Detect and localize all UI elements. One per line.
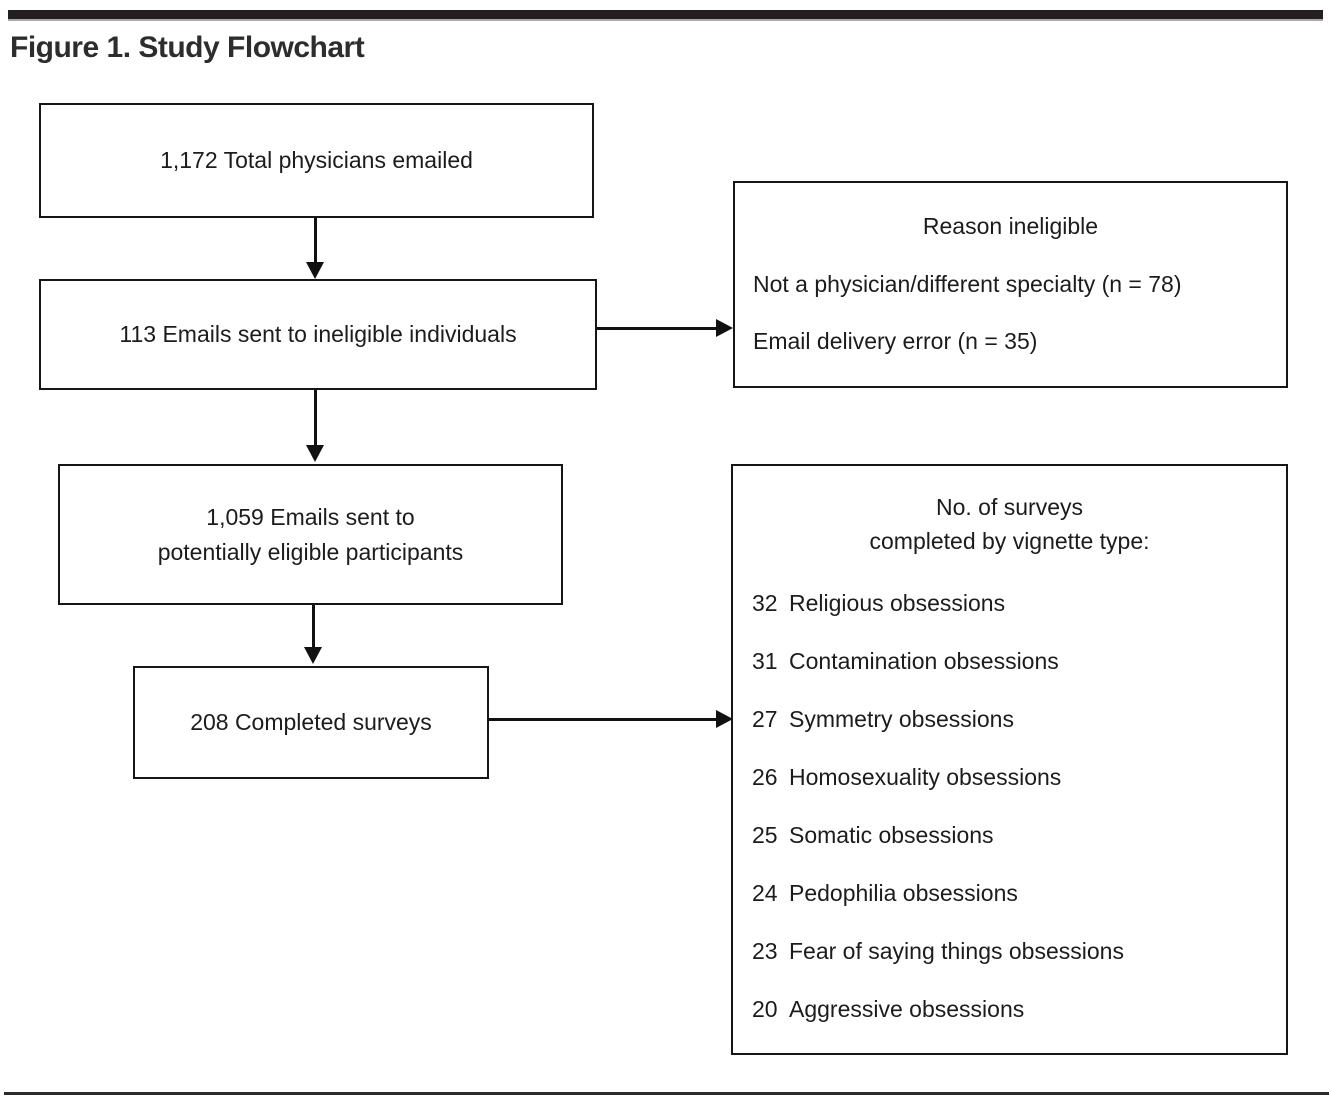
survey-label: Contamination obsessions <box>789 648 1059 674</box>
survey-label: Homosexuality obsessions <box>789 764 1062 790</box>
arrow-down-icon <box>306 445 324 462</box>
arrow-right-icon <box>716 710 733 728</box>
arrow-ineligible-to-potential-stem <box>314 390 317 446</box>
survey-count: 24 <box>752 880 778 906</box>
survey-list: 32 Religious obsessions 31 Contamination o… <box>733 574 1286 1038</box>
flow-box-total-emailed: 1,172 Total physicians emailed <box>39 103 594 218</box>
flow-box-total-emailed-label: 1,172 Total physicians emailed <box>160 147 473 173</box>
figure-title: Figure 1. Study Flowchart <box>10 31 365 64</box>
survey-count: 31 <box>752 648 778 674</box>
survey-count: 23 <box>752 938 778 964</box>
survey-count: 27 <box>752 706 778 732</box>
flow-box-potentially-eligible-line2: potentially eligible participants <box>157 538 464 565</box>
arrow-total-to-ineligible-stem <box>314 218 317 264</box>
surveys-by-vignette-box: No. of surveys completed by vignette typ… <box>731 464 1288 1055</box>
survey-count: 32 <box>752 590 778 616</box>
reason-list: Not a physician/different specialty (n =… <box>735 267 1286 358</box>
survey-label: Aggressive obsessions <box>789 996 1025 1022</box>
flow-box-potentially-eligible-label: 1,059 Emails sent to potentially eligibl… <box>148 500 474 570</box>
survey-label: Somatic obsessions <box>789 822 994 848</box>
survey-count: 20 <box>752 996 778 1022</box>
survey-list-item: 24 Pedophilia obsessions <box>752 864 1286 922</box>
arrow-ineligible-to-reason-stem <box>597 327 717 330</box>
survey-list-item: 20 Aggressive obsessions <box>752 980 1286 1038</box>
arrow-down-icon <box>304 647 322 664</box>
arrow-right-icon <box>716 319 733 337</box>
flow-box-potentially-eligible: 1,059 Emails sent to potentially eligibl… <box>58 464 563 605</box>
survey-list-item: 32 Religious obsessions <box>752 574 1286 632</box>
flow-box-completed-surveys-label: 208 Completed surveys <box>190 709 432 735</box>
reason-ineligible-box: Reason ineligible Not a physician/differ… <box>733 181 1288 388</box>
survey-label: Fear of saying things obsessions <box>789 938 1124 964</box>
survey-list-item: 27 Symmetry obsessions <box>752 690 1286 748</box>
bottom-rule <box>4 1092 1329 1095</box>
survey-label: Religious obsessions <box>789 590 1006 616</box>
reason-ineligible-title: Reason ineligible <box>922 213 1099 239</box>
surveys-box-title-line2: completed by vignette type: <box>869 528 1150 554</box>
survey-list-item: 26 Homosexuality obsessions <box>752 748 1286 806</box>
survey-count: 25 <box>752 822 778 848</box>
reason-item: Not a physician/different specialty (n =… <box>753 271 1182 297</box>
surveys-box-title: No. of surveys completed by vignette typ… <box>733 490 1286 558</box>
arrow-completed-to-surveys-stem <box>489 718 717 721</box>
flow-box-ineligible-emails-label: 113 Emails sent to ineligible individual… <box>119 321 517 347</box>
flow-box-ineligible-emails: 113 Emails sent to ineligible individual… <box>39 279 597 390</box>
arrow-potential-to-completed-stem <box>312 605 315 649</box>
survey-list-item: 23 Fear of saying things obsessions <box>752 922 1286 980</box>
survey-label: Pedophilia obsessions <box>789 880 1018 906</box>
survey-list-item: 25 Somatic obsessions <box>752 806 1286 864</box>
arrow-down-icon <box>306 262 324 279</box>
flow-box-potentially-eligible-line1: 1,059 Emails sent to <box>206 503 415 530</box>
survey-label: Symmetry obsessions <box>789 706 1014 732</box>
survey-count: 26 <box>752 764 778 790</box>
top-rule <box>8 10 1323 21</box>
reason-item: Email delivery error (n = 35) <box>753 328 1038 354</box>
flow-box-completed-surveys: 208 Completed surveys <box>133 666 489 779</box>
surveys-box-title-line1: No. of surveys <box>936 494 1083 520</box>
survey-list-item: 31 Contamination obsessions <box>752 632 1286 690</box>
